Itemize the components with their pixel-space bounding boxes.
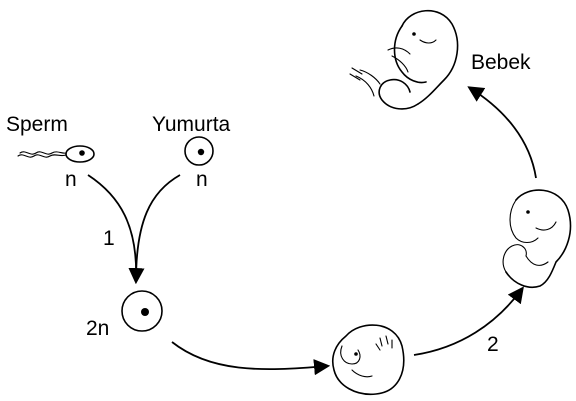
egg-to-zygote-arrow	[135, 174, 181, 282]
sperm-cell-icon	[17, 145, 95, 163]
embryo-to-fetus-arrow	[413, 286, 524, 356]
sperm-ploidy-label: n	[65, 168, 77, 191]
fetus-icon	[502, 189, 572, 288]
baby-icon	[349, 9, 459, 110]
egg-label: Yumurta	[152, 113, 231, 136]
step-1-label: 1	[103, 227, 115, 250]
egg-cell-icon	[184, 136, 214, 166]
zygote-cell-icon	[121, 290, 163, 332]
embryo-icon	[331, 324, 405, 395]
step-2-label: 2	[487, 333, 499, 356]
sperm-label: Sperm	[6, 113, 68, 136]
baby-label: Bebek	[471, 51, 531, 74]
egg-ploidy-label: n	[196, 168, 208, 191]
zygote-to-embryo-arrow	[171, 341, 331, 376]
fetus-to-baby-arrow	[467, 86, 537, 179]
zygote-ploidy-label: 2n	[86, 317, 110, 340]
